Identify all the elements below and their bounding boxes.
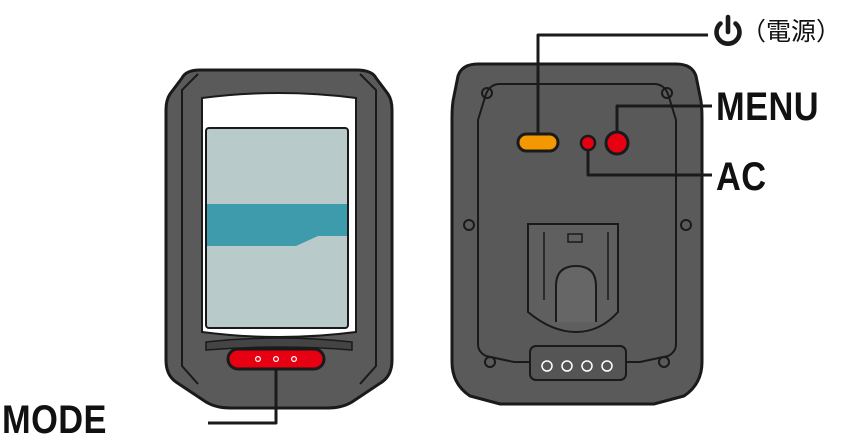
front-left-ridge xyxy=(181,73,199,385)
mode-button-dot xyxy=(291,356,298,363)
contact-terminal xyxy=(601,360,613,372)
screw-hole xyxy=(481,87,493,99)
power-button[interactable] xyxy=(516,132,560,153)
power-leader-line xyxy=(536,33,708,134)
screw-hole xyxy=(658,356,670,368)
bracket-slot xyxy=(567,233,583,243)
ac-button[interactable] xyxy=(579,134,597,152)
screw-hole xyxy=(463,219,475,231)
screw-hole xyxy=(484,356,496,368)
power-icon xyxy=(714,14,742,47)
back-view xyxy=(450,62,704,406)
mode-button-dot xyxy=(273,356,280,363)
contact-terminal xyxy=(541,360,553,372)
front-right-ridge xyxy=(359,73,377,385)
bracket-rail xyxy=(543,232,609,300)
front-view xyxy=(164,68,394,410)
contact-terminal xyxy=(561,360,573,372)
screen-highlight-band xyxy=(207,204,347,246)
mode-button[interactable] xyxy=(226,347,326,371)
power-label: （電源） xyxy=(741,17,842,46)
mode-leader-line xyxy=(208,369,278,425)
contact-terminal xyxy=(581,360,593,372)
menu-leader-line xyxy=(615,104,712,132)
menu-label: MENU xyxy=(716,85,820,129)
screw-hole xyxy=(680,219,692,231)
bracket-latch xyxy=(555,264,597,322)
menu-button[interactable] xyxy=(604,130,630,156)
leader-lines xyxy=(208,33,712,425)
mode-label: MODE xyxy=(2,398,107,442)
ac-leader-line xyxy=(586,150,712,177)
screw-hole xyxy=(661,87,673,99)
mode-button-dot xyxy=(255,356,262,363)
ac-label: AC xyxy=(716,155,767,199)
contact-plate xyxy=(529,345,627,381)
